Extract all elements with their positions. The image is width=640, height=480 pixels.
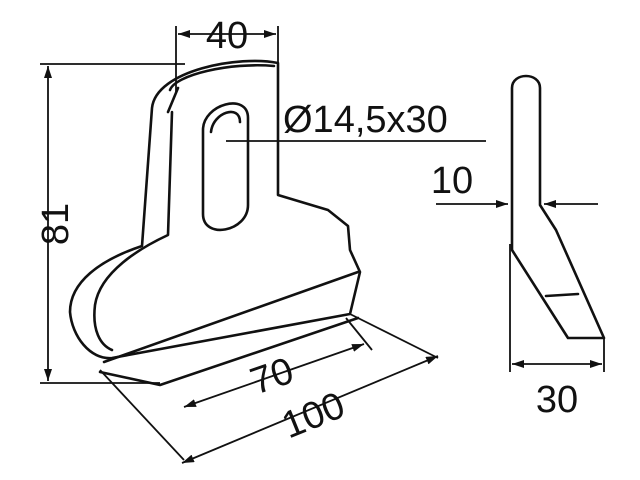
dim-100-ext-left: [99, 369, 185, 461]
dim-100-line: [181, 355, 439, 464]
blade-outline: [68, 59, 362, 360]
slot-outline: [201, 102, 250, 232]
dim-70-label: 70: [245, 350, 299, 403]
dim-70-ext-right: [345, 317, 373, 351]
dim-81-label: 81: [35, 203, 77, 245]
dim-100-label: 100: [276, 385, 351, 448]
dim-slot-label: Ø14,5x30: [283, 99, 448, 141]
side-bevel-line: [544, 292, 580, 298]
slot-inner-edge: [209, 110, 242, 134]
side-profile: [510, 74, 606, 340]
blade-bevel-line: [102, 270, 360, 364]
dim-40-label: 40: [206, 15, 248, 57]
dim-100-ext-right: [349, 313, 439, 359]
dimension-lines: [40, 26, 605, 464]
blade-side-view: [510, 74, 606, 340]
blade-front-view: [68, 59, 362, 387]
blade-front-face-edge: [93, 110, 174, 352]
dim-30-label: 30: [536, 379, 578, 421]
dim-10-label: 10: [431, 160, 473, 202]
blade-top-face: [168, 64, 276, 92]
blade-bevel-tip: [98, 316, 360, 387]
